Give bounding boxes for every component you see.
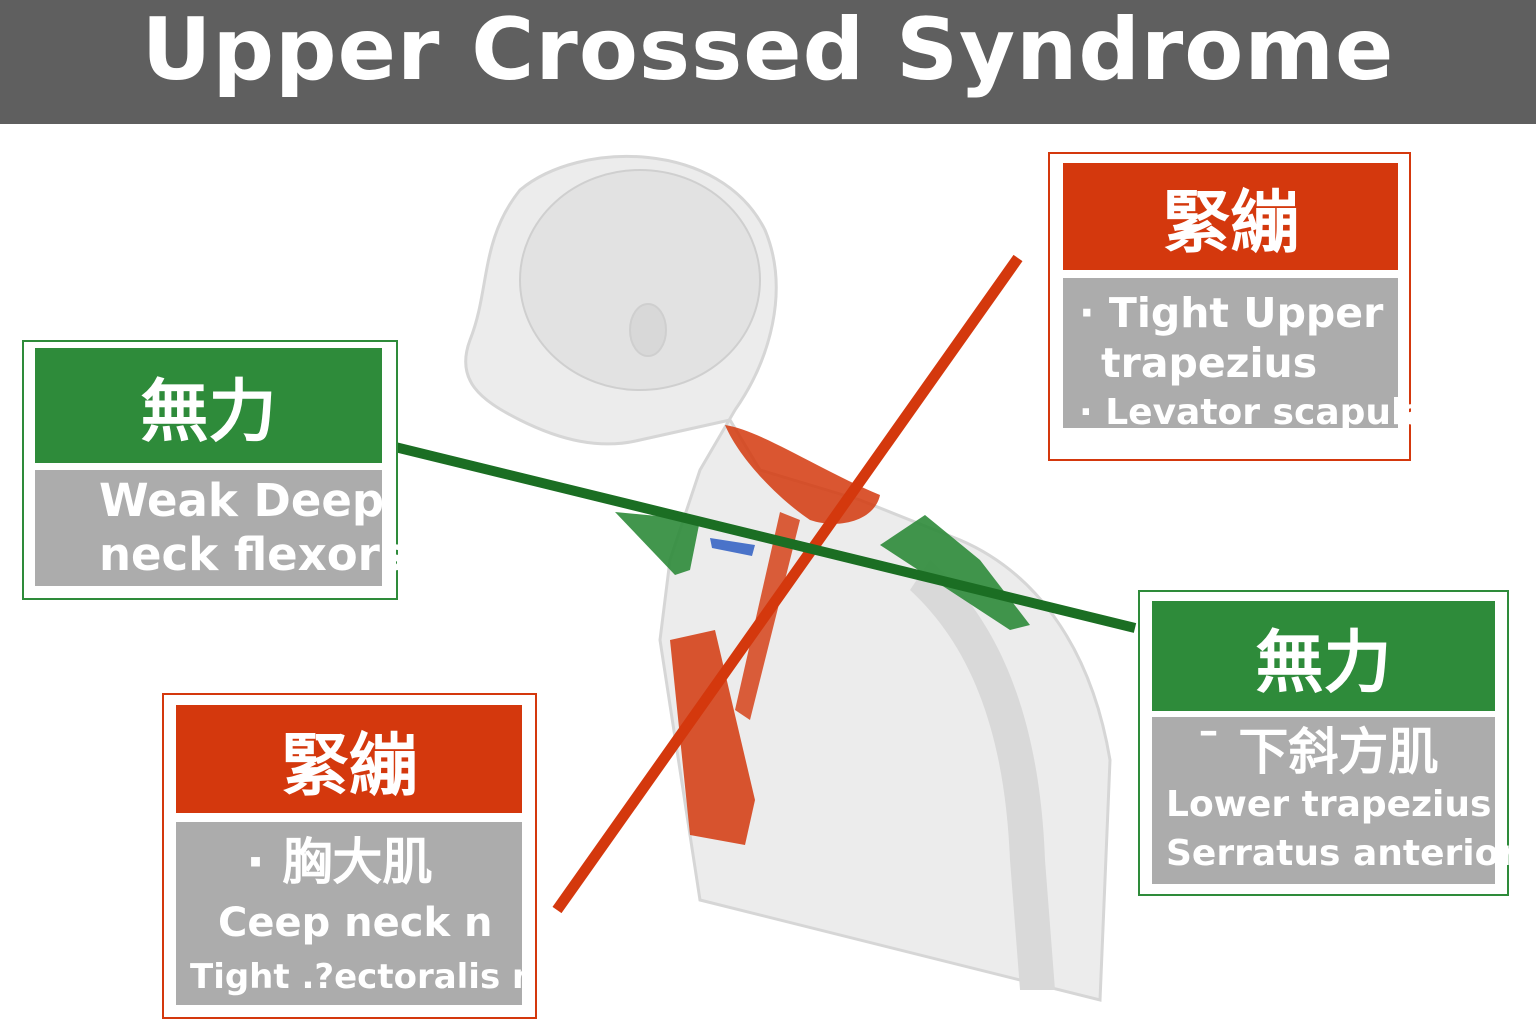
weak-lower-list: ˉ 下斜方肌 Lower trapezius Serratus anterior bbox=[1152, 717, 1518, 884]
tight-cross-line bbox=[552, 254, 1023, 914]
list-item: ˉ 下斜方肌 bbox=[1196, 723, 1439, 781]
page-title: Upper Crossed Syndrome bbox=[0, 0, 1536, 124]
list-item: · 胸大肌 bbox=[246, 833, 433, 891]
weak-cross-line bbox=[393, 442, 1137, 633]
weak-neck-heading: 無力 bbox=[35, 348, 382, 463]
list-item: Ceep neck n bbox=[218, 900, 493, 946]
list-item: trapezius bbox=[1101, 339, 1318, 387]
list-item: · Tight Upper bbox=[1079, 289, 1384, 337]
tight-chest-heading: 緊繃 bbox=[176, 705, 522, 813]
weak-lower-heading: 無力 bbox=[1152, 601, 1495, 711]
deep-neck-flexor-muscle bbox=[615, 512, 700, 575]
lower-trapezius-muscle bbox=[880, 515, 1030, 630]
weak-neck-list: Weak Deep neck flexors bbox=[35, 470, 407, 586]
pectoralis-muscle bbox=[670, 630, 755, 845]
tight-upper-list: · Tight Upper trapezius · Levator scapul… bbox=[1063, 278, 1452, 433]
list-item: Tight .?ectoralis major bbox=[190, 957, 522, 997]
list-item: Lower trapezius bbox=[1166, 784, 1492, 825]
list-item: Weak Deep bbox=[99, 474, 385, 527]
skull bbox=[519, 169, 761, 391]
list-item: · Levator scapulae bbox=[1079, 392, 1453, 433]
spine bbox=[910, 560, 1055, 990]
list-item: Serratus anterior bbox=[1166, 833, 1518, 874]
tight-chest-list: · 胸大肌 Ceep neck n Tight .?ectoralis majo… bbox=[176, 822, 522, 1005]
tight-upper-heading: 緊繃 bbox=[1063, 163, 1398, 270]
list-item: neck flexors bbox=[99, 528, 407, 581]
